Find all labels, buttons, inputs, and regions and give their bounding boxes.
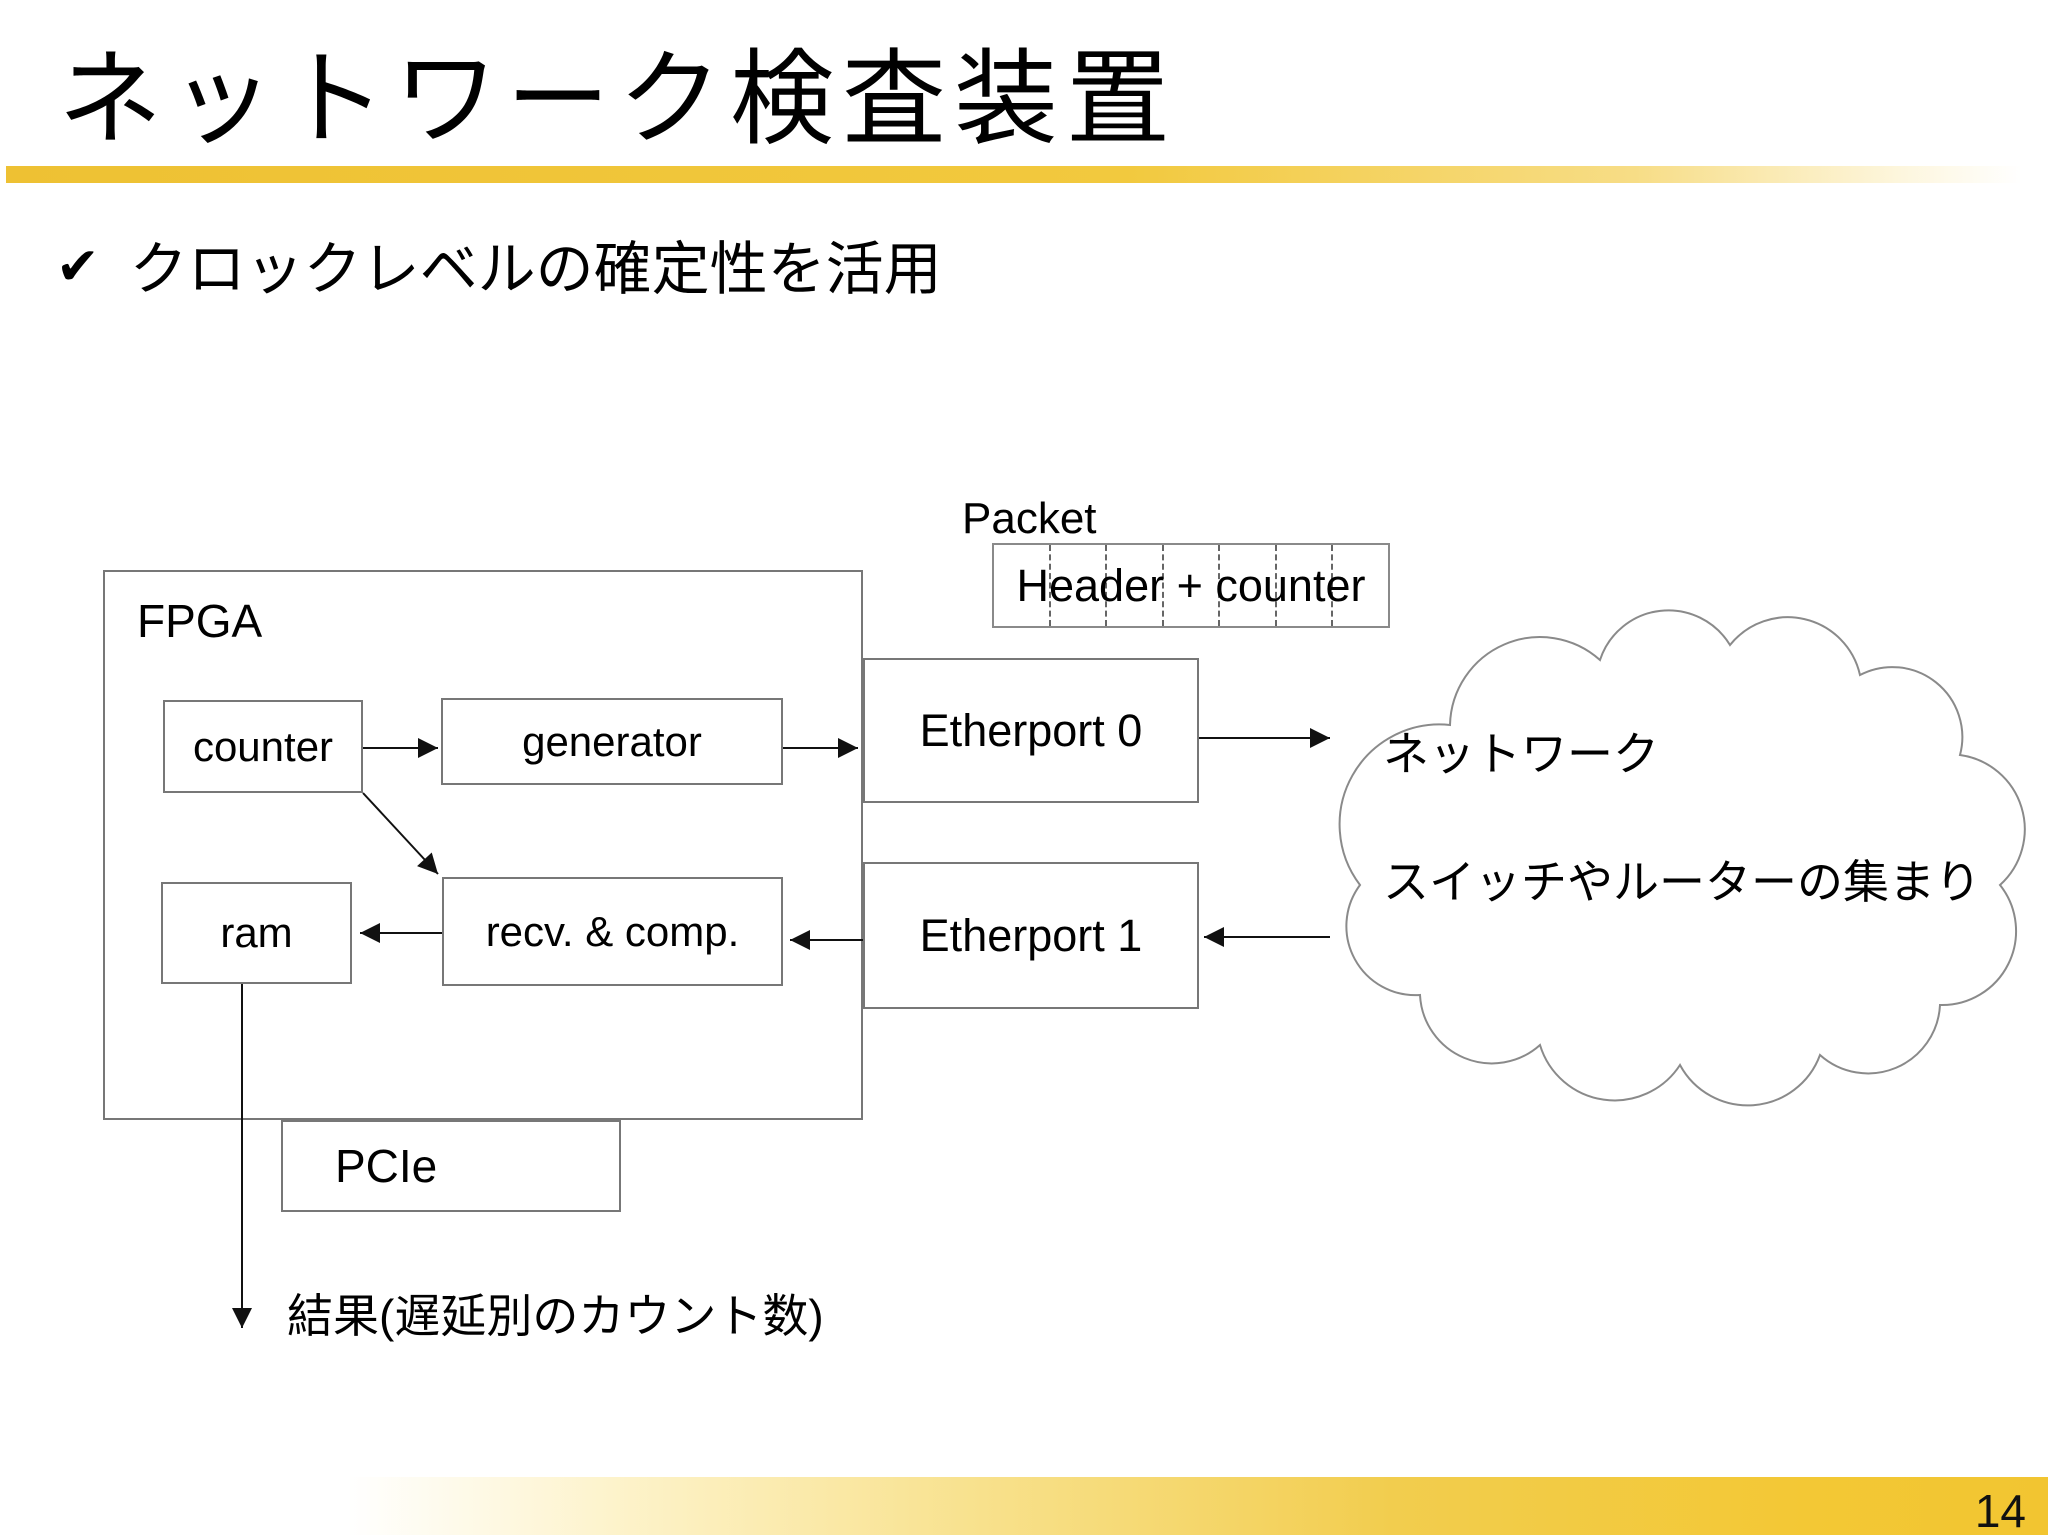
- packet-content-label: Header + counter: [1016, 559, 1366, 611]
- result-label: 結果(遅延別のカウント数): [287, 1290, 824, 1342]
- etherport0-box: Etherport 0: [863, 658, 1199, 803]
- checkmark-icon: ✔: [56, 238, 100, 296]
- packet-cell: [1051, 545, 1108, 626]
- page-title: ネットワーク検査装置: [58, 42, 1179, 158]
- packet-cell: [1164, 545, 1221, 626]
- packet-cell: [1107, 545, 1164, 626]
- fpga-box: FPGA: [103, 570, 863, 1120]
- bullet-text: クロックレベルの確定性を活用: [129, 237, 942, 302]
- cloud-label-switches-routers: スイッチやルーターの集まり: [1383, 856, 1981, 908]
- packet-cell: [1220, 545, 1277, 626]
- pcie-box: PCIe: [281, 1120, 621, 1212]
- generator-box: generator: [441, 698, 783, 785]
- packet-box: [992, 543, 1390, 628]
- bullet-line: ✔ クロックレベルの確定性を活用: [56, 222, 942, 306]
- packet-cell: [1277, 545, 1334, 626]
- pcie-label: PCIe: [335, 1140, 438, 1192]
- recv-comp-box: recv. & comp.: [442, 877, 783, 986]
- fpga-label: FPGA: [137, 595, 263, 647]
- footer-accent-bar: [0, 1477, 2048, 1535]
- packet-cell: [994, 545, 1051, 626]
- etherport1-box: Etherport 1: [863, 862, 1199, 1009]
- counter-box: counter: [163, 700, 363, 793]
- cloud-label-network: ネットワーク: [1383, 728, 1659, 780]
- page-number: 14: [1974, 1485, 2026, 1537]
- title-accent-rule: [6, 166, 2042, 183]
- ram-box: ram: [161, 882, 352, 984]
- packet-label: Packet: [962, 494, 1097, 543]
